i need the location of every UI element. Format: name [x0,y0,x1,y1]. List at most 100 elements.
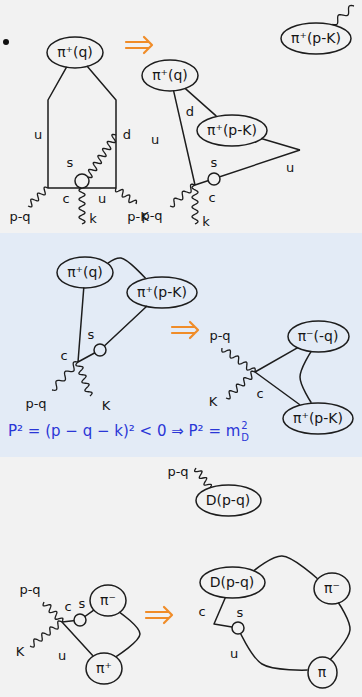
line-label: p-q [25,397,46,412]
line-label: u [151,133,159,148]
line-label: p-q [167,465,188,480]
meson-name: π⁺(p-K) [291,30,341,47]
meson-name: π⁻ [324,580,340,597]
line-label: u [286,161,294,176]
meson-name: π⁻ [100,592,116,609]
oval-outline [86,653,122,684]
meson-oval: π⁻(-q) [287,320,350,353]
oval-outline [57,257,113,288]
transform-arrow [146,607,172,623]
quark-line [255,348,300,405]
quark-line [238,628,308,670]
line-label: s [88,328,95,343]
meson-oval: π⁺(p-K) [282,402,354,435]
meson-name: π [318,664,326,681]
meson-oval: π⁺(p-K) [126,276,198,309]
oval-outline [142,60,198,91]
quark-lines [28,6,354,671]
line-label: s [79,597,86,612]
line-label: u [58,649,66,664]
oval-outline [127,277,197,308]
line-label: c [208,191,215,206]
meson-oval: π⁺(q) [46,36,104,69]
oval-outline [308,657,337,688]
photon-line [192,185,198,224]
oval-outline [196,485,261,516]
line-label: K [16,645,25,660]
quark-line [48,66,116,188]
oval-outline [200,567,265,598]
panel-ground [0,0,362,233]
meson-oval: π⁻ [313,572,351,605]
meson-name: π⁺(p-K) [293,410,343,427]
quark-line [78,287,147,362]
meson-name: D(p-q) [206,492,251,509]
photon-line [52,362,78,391]
quark-line [62,610,94,656]
line-label: p-q [9,210,30,225]
meson-name: D(p-q) [210,574,255,591]
line-label: u [34,128,42,143]
meson-name: π⁺ [96,660,112,677]
bullet-dot [3,39,9,45]
quark-line [116,612,140,657]
formula-text: P² = (p − q − k)² < 0 ⇒ P² = m [8,423,240,440]
meson-oval: π⁻ [89,584,127,617]
gluon-line [88,135,116,178]
photon-line [222,348,255,372]
formula-subscript: D [241,432,249,444]
line-label: c [256,387,263,402]
oval-outline [281,23,351,54]
oval-outline [47,37,103,68]
quark-line [261,139,300,150]
meson-name: π⁺(q) [57,44,93,61]
meson-name: π⁺(p-K) [137,284,187,301]
oval-outline [288,321,349,352]
meson-oval: π⁺(p-K) [196,114,268,147]
meson-oval: π⁺(p-K) [280,22,352,55]
line-label: s [67,156,74,171]
oval-outline [197,115,267,146]
meson-name: π⁺(p-K) [207,122,257,139]
line-label: d [186,105,194,120]
oval-outline [283,403,353,434]
photon-line [43,602,63,622]
quark-loop [75,174,89,188]
quark-line [108,258,146,278]
photon-line [79,188,85,224]
meson-oval: π⁺(q) [56,256,114,289]
quark-loop [232,622,244,634]
line-label: K [209,395,218,410]
oval-outline [90,585,126,616]
meson-oval: D(p-q) [199,566,266,599]
photon-line [226,371,255,399]
quark-line [330,603,350,660]
meson-name: π⁻(-q) [298,328,339,345]
photon-line [28,187,48,207]
photon-line [76,362,92,396]
line-label: s [211,156,218,171]
line-label: s [237,606,244,621]
meson-oval: π [307,656,338,689]
meson-name: π⁺(q) [152,67,188,84]
line-label: d [123,128,131,143]
line-label: c [64,600,71,615]
quark-line [300,351,311,403]
meson-oval: π⁺(q) [141,59,199,92]
panel-ground [0,457,362,697]
photon-line [116,188,137,204]
line-label: u [230,647,238,662]
photon-line [30,621,62,647]
line-label: K [102,399,111,414]
quark-loop [94,344,106,356]
meson-oval: π⁺ [85,652,123,685]
meson-oval: D(p-q) [195,484,262,517]
quark-line [173,90,300,185]
meson-name: π⁺(q) [67,264,103,281]
transform-arrow [126,37,152,53]
photon-line [170,184,195,207]
line-label: c [60,349,67,364]
panel-ground [0,233,362,457]
line-label: c [62,192,69,207]
